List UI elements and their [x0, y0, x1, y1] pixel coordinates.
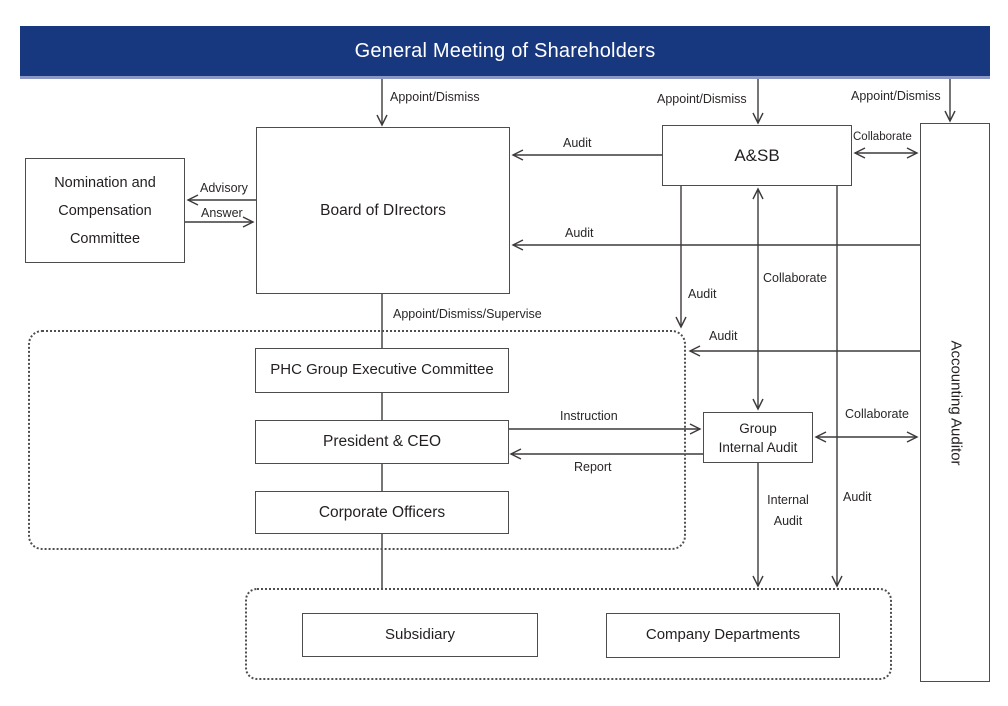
group-internal-audit-box: Group Internal Audit: [703, 412, 813, 463]
president-ceo-box: President & CEO: [255, 420, 509, 464]
nomination-line-2: Compensation: [58, 202, 152, 219]
audit-asb-exec-label: Audit: [688, 287, 717, 301]
internal-audit-line-1: Internal: [767, 493, 809, 507]
nomination-committee-box: Nomination and Compensation Committee: [25, 158, 185, 263]
company-departments-label: Company Departments: [645, 626, 801, 644]
collaborate-gia-auditor-label: Collaborate: [845, 407, 909, 421]
subsidiary-box: Subsidiary: [302, 613, 538, 657]
asb-label: A&SB: [734, 145, 780, 165]
audit-auditor-board-label: Audit: [565, 226, 594, 240]
accounting-auditor-label: Accounting Auditor: [947, 339, 965, 466]
accounting-auditor-box: Accounting Auditor: [920, 123, 990, 682]
group-internal-audit-line-2: Internal Audit: [718, 439, 798, 455]
asb-box: A&SB: [662, 125, 852, 186]
internal-audit-line-2: Audit: [773, 514, 803, 528]
company-departments-box: Company Departments: [606, 613, 840, 658]
nomination-line-3: Committee: [69, 230, 141, 247]
general-meeting-banner: General Meeting of Shareholders: [20, 26, 990, 79]
general-meeting-label: General Meeting of Shareholders: [354, 39, 656, 62]
phc-executive-committee-label: PHC Group Executive Committee: [270, 361, 494, 379]
answer-label: Answer: [201, 206, 243, 220]
audit-auditor-exec-label: Audit: [709, 329, 738, 343]
appoint-dismiss-asb-label: Appoint/Dismiss: [657, 92, 747, 106]
audit-asb-departments-label: Audit: [843, 490, 872, 504]
executive-group-frame: [28, 330, 686, 550]
board-of-directors-label: Board of DIrectors: [320, 201, 446, 219]
advisory-label: Advisory: [200, 181, 248, 195]
corporate-officers-box: Corporate Officers: [255, 491, 509, 534]
phc-executive-committee-box: PHC Group Executive Committee: [255, 348, 509, 393]
subsidiary-departments-frame: [245, 588, 892, 680]
president-ceo-label: President & CEO: [322, 433, 442, 451]
report-label: Report: [574, 460, 612, 474]
nomination-line-1: Nomination and: [54, 174, 156, 191]
audit-asb-board-label: Audit: [563, 136, 592, 150]
group-internal-audit-line-1: Group: [739, 420, 777, 436]
subsidiary-label: Subsidiary: [384, 625, 456, 643]
internal-audit-label: Internal Audit: [760, 490, 816, 532]
appoint-dismiss-board-label: Appoint/Dismiss: [390, 90, 480, 104]
collaborate-asb-auditor-label: Collaborate: [853, 131, 912, 143]
appoint-dismiss-supervise-label: Appoint/Dismiss/Supervise: [393, 307, 542, 321]
board-of-directors-box: Board of DIrectors: [256, 127, 510, 294]
instruction-label: Instruction: [560, 409, 618, 423]
collaborate-asb-gia-label: Collaborate: [763, 271, 827, 285]
corporate-officers-label: Corporate Officers: [318, 503, 446, 521]
appoint-dismiss-auditor-label: Appoint/Dismiss: [851, 89, 941, 103]
